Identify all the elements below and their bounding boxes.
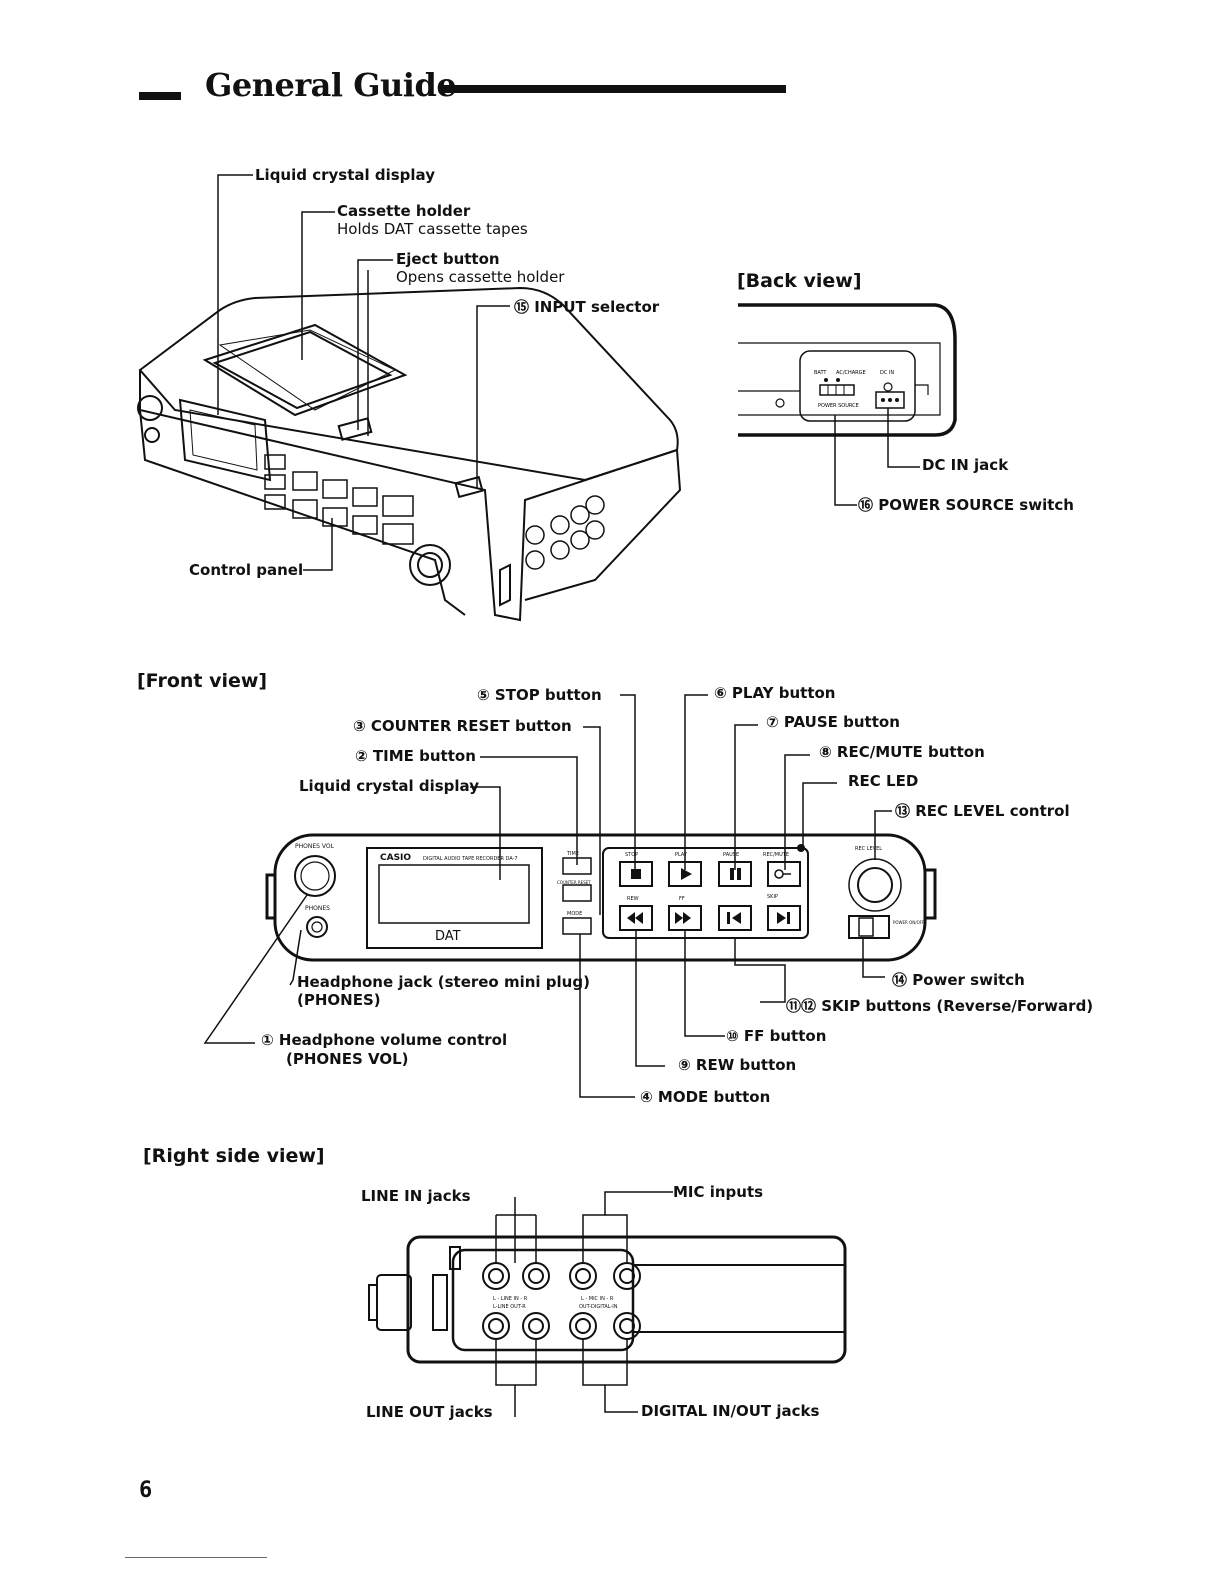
panel-casio: CASIO: [380, 853, 411, 863]
label-mic-inputs: MIC inputs: [673, 1183, 764, 1201]
panel-skip: SKIP: [767, 894, 778, 900]
panel-ff: FF: [679, 896, 685, 902]
back-panel-dcin: DC IN: [880, 370, 894, 376]
label-ff-button: ⑩ FF button: [726, 1027, 827, 1045]
label-counter-reset-button: ③ COUNTER RESET button: [353, 717, 572, 735]
right-view-heading: [Right side view]: [143, 1145, 325, 1167]
page-number: 6: [139, 1478, 153, 1503]
label-line-in-jacks: LINE IN jacks: [361, 1187, 471, 1205]
label-pause-button: ⑦ PAUSE button: [766, 713, 900, 731]
label-input-selector: ⑮ INPUT selector: [514, 298, 660, 316]
back-panel-ps: POWER SOURCE: [818, 403, 859, 409]
footer-rule: [125, 1557, 267, 1558]
right-panel-line-in: L - LINE IN - R: [493, 1296, 528, 1302]
back-panel-batt: BATT: [814, 370, 827, 376]
label-stop-button: ⑤ STOP button: [477, 686, 602, 704]
panel-model: DIGITAL AUDIO TAPE RECORDER DA-7: [423, 856, 518, 862]
panel-rew: REW: [627, 896, 639, 902]
label-lcd-front: Liquid crystal display: [299, 777, 479, 795]
panel-rec-level: REC LEVEL: [855, 846, 882, 852]
panel-time: TIME: [566, 851, 579, 857]
label-mode-button: ④ MODE button: [640, 1088, 771, 1106]
label-lcd-top: Liquid crystal display: [255, 166, 435, 184]
label-cassette-holder: Cassette holder: [337, 202, 471, 220]
back-view-heading: [Back view]: [737, 270, 862, 292]
panel-power: POWER ON/OFF: [893, 920, 925, 925]
label-headphone-volume-sub: (PHONES VOL): [286, 1050, 409, 1068]
panel-phones: PHONES: [305, 905, 330, 912]
label-recmute-button: ⑧ REC/MUTE button: [819, 743, 985, 761]
panel-stop: STOP: [625, 852, 638, 858]
right-view-drawing: L - LINE IN - R L-LINE OUT-R L - MIC IN …: [368, 1191, 847, 1417]
panel-play: PLAY: [675, 852, 688, 858]
device-isometric-drawing: [137, 174, 682, 622]
front-view-drawing: PHONES VOL PHONES CASIO DIGITAL AUDIO TA…: [203, 694, 937, 1098]
label-rec-led: REC LED: [848, 772, 919, 790]
right-panel-line-out: L-LINE OUT-R: [493, 1304, 526, 1310]
title-bar-right: [443, 85, 786, 93]
right-panel-digital: OUT-DIGITAL-IN: [579, 1304, 618, 1310]
label-rew-button: ⑨ REW button: [678, 1056, 797, 1074]
label-headphone-jack: Headphone jack (stereo mini plug): [297, 973, 590, 991]
back-panel-ac: AC/CHARGE: [836, 370, 866, 376]
label-control-panel: Control panel: [189, 561, 304, 579]
label-play-button: ⑥ PLAY button: [714, 684, 836, 702]
label-headphone-jack-sub: (PHONES): [297, 991, 381, 1009]
panel-dat: DAT: [435, 929, 461, 944]
right-panel-mic-in: L - MIC IN - R: [581, 1296, 614, 1302]
label-eject-desc: Opens cassette holder: [396, 268, 565, 286]
title-bar-left: [139, 92, 181, 100]
label-line-out-jacks: LINE OUT jacks: [366, 1403, 493, 1421]
panel-counter-reset: COUNTER RESET: [557, 880, 591, 885]
label-power-switch: ⑭ Power switch: [892, 971, 1025, 989]
label-cassette-holder-desc: Holds DAT cassette tapes: [337, 220, 528, 238]
label-dc-in-jack: DC IN jack: [922, 456, 1009, 474]
back-view-drawing: BATT AC/CHARGE DC IN POWER SOURCE: [738, 303, 957, 506]
page-title: General Guide: [205, 66, 457, 104]
panel-pause: PAUSE: [723, 852, 739, 858]
label-digital-in-out-jacks: DIGITAL IN/OUT jacks: [641, 1402, 820, 1420]
panel-phones-vol: PHONES VOL: [295, 843, 335, 850]
front-view-heading: [Front view]: [137, 670, 268, 692]
label-skip-buttons: ⑪⑫ SKIP buttons (Reverse/Forward): [786, 997, 1094, 1015]
panel-recmute: REC/MUTE: [763, 852, 789, 858]
label-headphone-volume: ① Headphone volume control: [261, 1031, 508, 1049]
panel-mode: MODE: [567, 911, 582, 917]
label-eject-button: Eject button: [396, 250, 500, 268]
label-power-source-switch: ⑯ POWER SOURCE switch: [858, 496, 1074, 514]
label-rec-level-control: ⑬ REC LEVEL control: [895, 802, 1070, 820]
label-time-button: ② TIME button: [355, 747, 476, 765]
